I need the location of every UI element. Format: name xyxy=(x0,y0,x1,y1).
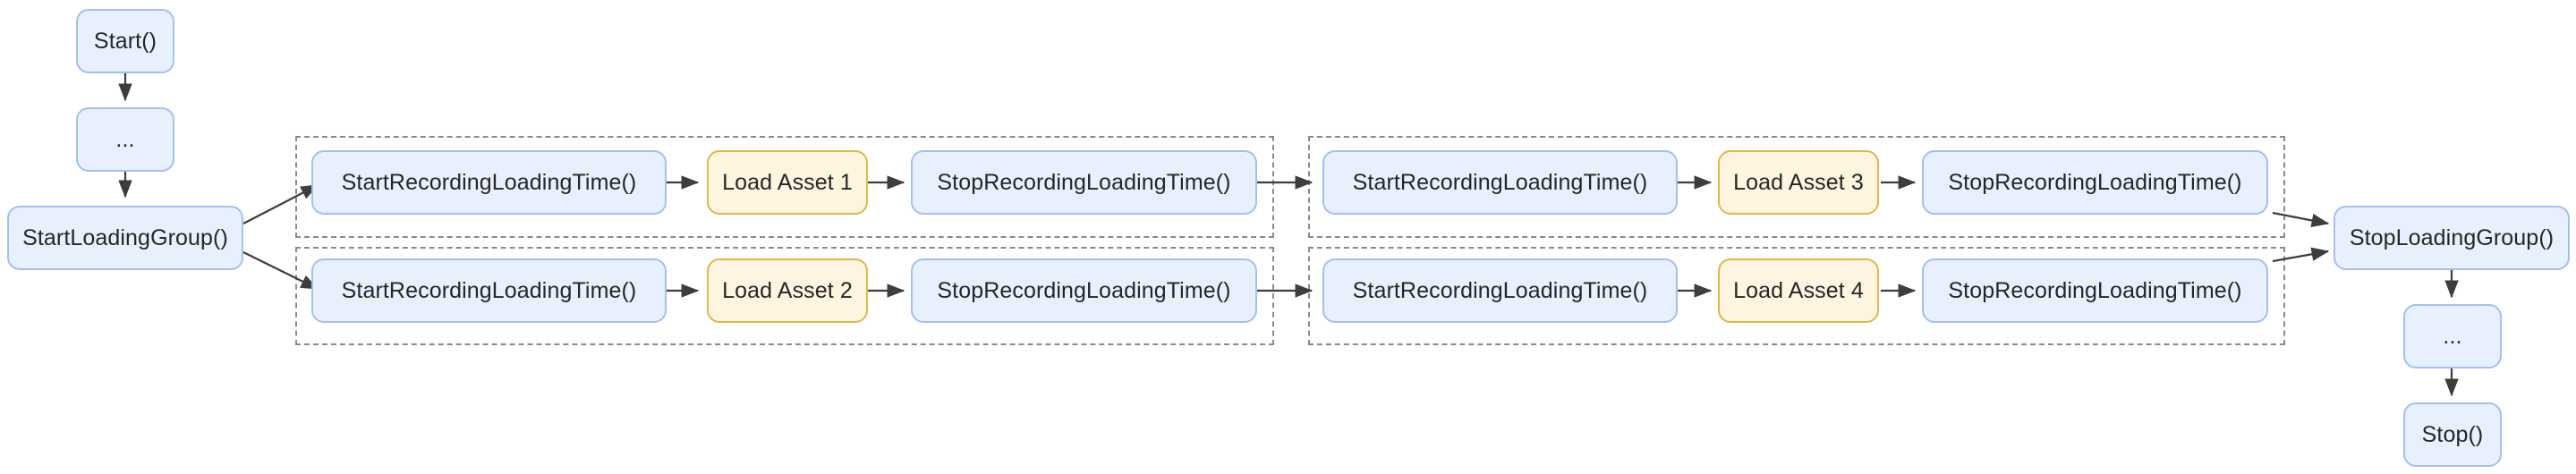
node-g1r2-load-asset[interactable]: Load Asset 2 xyxy=(707,258,868,323)
node-g1r1-start-recording[interactable]: StartRecordingLoadingTime() xyxy=(311,150,667,215)
node-stop[interactable]: Stop() xyxy=(2403,402,2502,467)
node-g2r1-start-recording[interactable]: StartRecordingLoadingTime() xyxy=(1322,150,1678,215)
node-start[interactable]: Start() xyxy=(76,9,174,73)
node-start-loading-group[interactable]: StartLoadingGroup() xyxy=(7,206,243,270)
node-g1r1-load-asset[interactable]: Load Asset 1 xyxy=(707,150,868,215)
node-g2r2-start-recording[interactable]: StartRecordingLoadingTime() xyxy=(1322,258,1678,323)
node-g2r2-load-asset[interactable]: Load Asset 4 xyxy=(1718,258,1879,323)
node-g2r1-load-asset[interactable]: Load Asset 3 xyxy=(1718,150,1879,215)
node-g2r1-stop-recording[interactable]: StopRecordingLoadingTime() xyxy=(1922,150,2268,215)
node-g1r2-start-recording[interactable]: StartRecordingLoadingTime() xyxy=(311,258,667,323)
node-g1r1-stop-recording[interactable]: StopRecordingLoadingTime() xyxy=(911,150,1257,215)
group-1-row-2-container xyxy=(295,247,1274,345)
node-stop-loading-group[interactable]: StopLoadingGroup() xyxy=(2334,206,2570,270)
node-ellipsis-stop[interactable]: ... xyxy=(2403,304,2502,368)
node-ellipsis-start[interactable]: ... xyxy=(76,107,174,172)
node-g1r2-stop-recording[interactable]: StopRecordingLoadingTime() xyxy=(911,258,1257,323)
node-g2r2-stop-recording[interactable]: StopRecordingLoadingTime() xyxy=(1922,258,2268,323)
